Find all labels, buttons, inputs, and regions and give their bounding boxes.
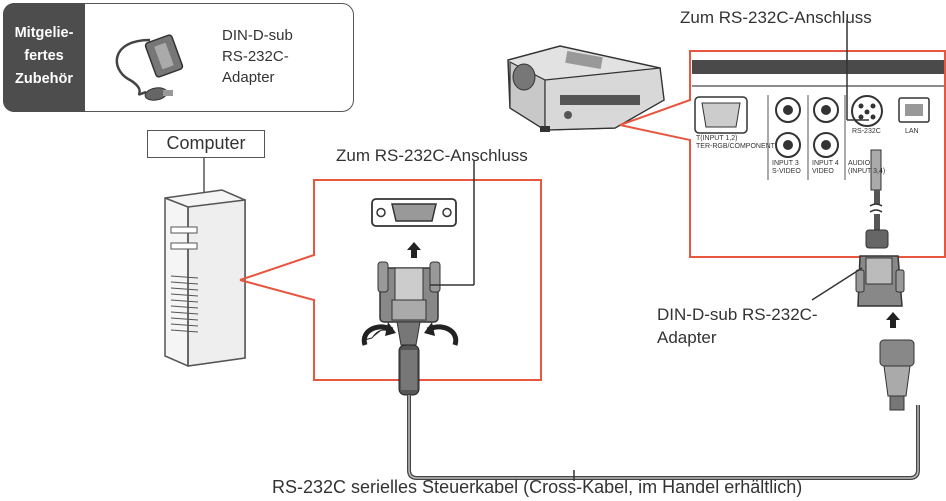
pc-rs232c-port <box>371 198 457 227</box>
pc-port-label: Zum RS-232C-Anschluss <box>336 146 528 165</box>
accessory-adapter-illustration <box>115 34 184 101</box>
pc-port-callout <box>239 179 542 381</box>
panel-label-audio: AUDIO (INPUT 3,4) <box>848 160 886 175</box>
panel-label-rgb: T(INPUT 1,2) TER-RGB/COMPONENT <box>696 135 775 150</box>
accessory-item-name: DIN-D-sub RS-232C- Adapter <box>222 27 293 86</box>
cable-label: RS-232C serielles Steuerkabel (Cross-Kab… <box>272 477 803 497</box>
panel-label-rs232c: RS-232C <box>852 128 881 135</box>
computer-label: Computer <box>147 130 265 158</box>
accessory-tab <box>3 3 85 112</box>
accessory-tab-label: Mitgelie- fertes Zubehör <box>14 25 74 87</box>
panel-label-lan: LAN <box>905 128 919 135</box>
panel-label-input3: INPUT 3 S-VIDEO <box>772 160 801 175</box>
panel-label-input4: INPUT 4 VIDEO <box>812 160 839 175</box>
projector-port-label: Zum RS-232C-Anschluss <box>680 8 872 27</box>
projector-cable-adapter <box>855 149 915 411</box>
adapter-label: DIN-D-sub RS-232C- Adapter <box>657 305 818 347</box>
projector-back-panel <box>692 60 944 180</box>
projector <box>507 45 665 132</box>
pc-cable-connector <box>361 261 459 396</box>
projector-port-callout <box>619 50 946 258</box>
computer-tower <box>164 189 246 367</box>
